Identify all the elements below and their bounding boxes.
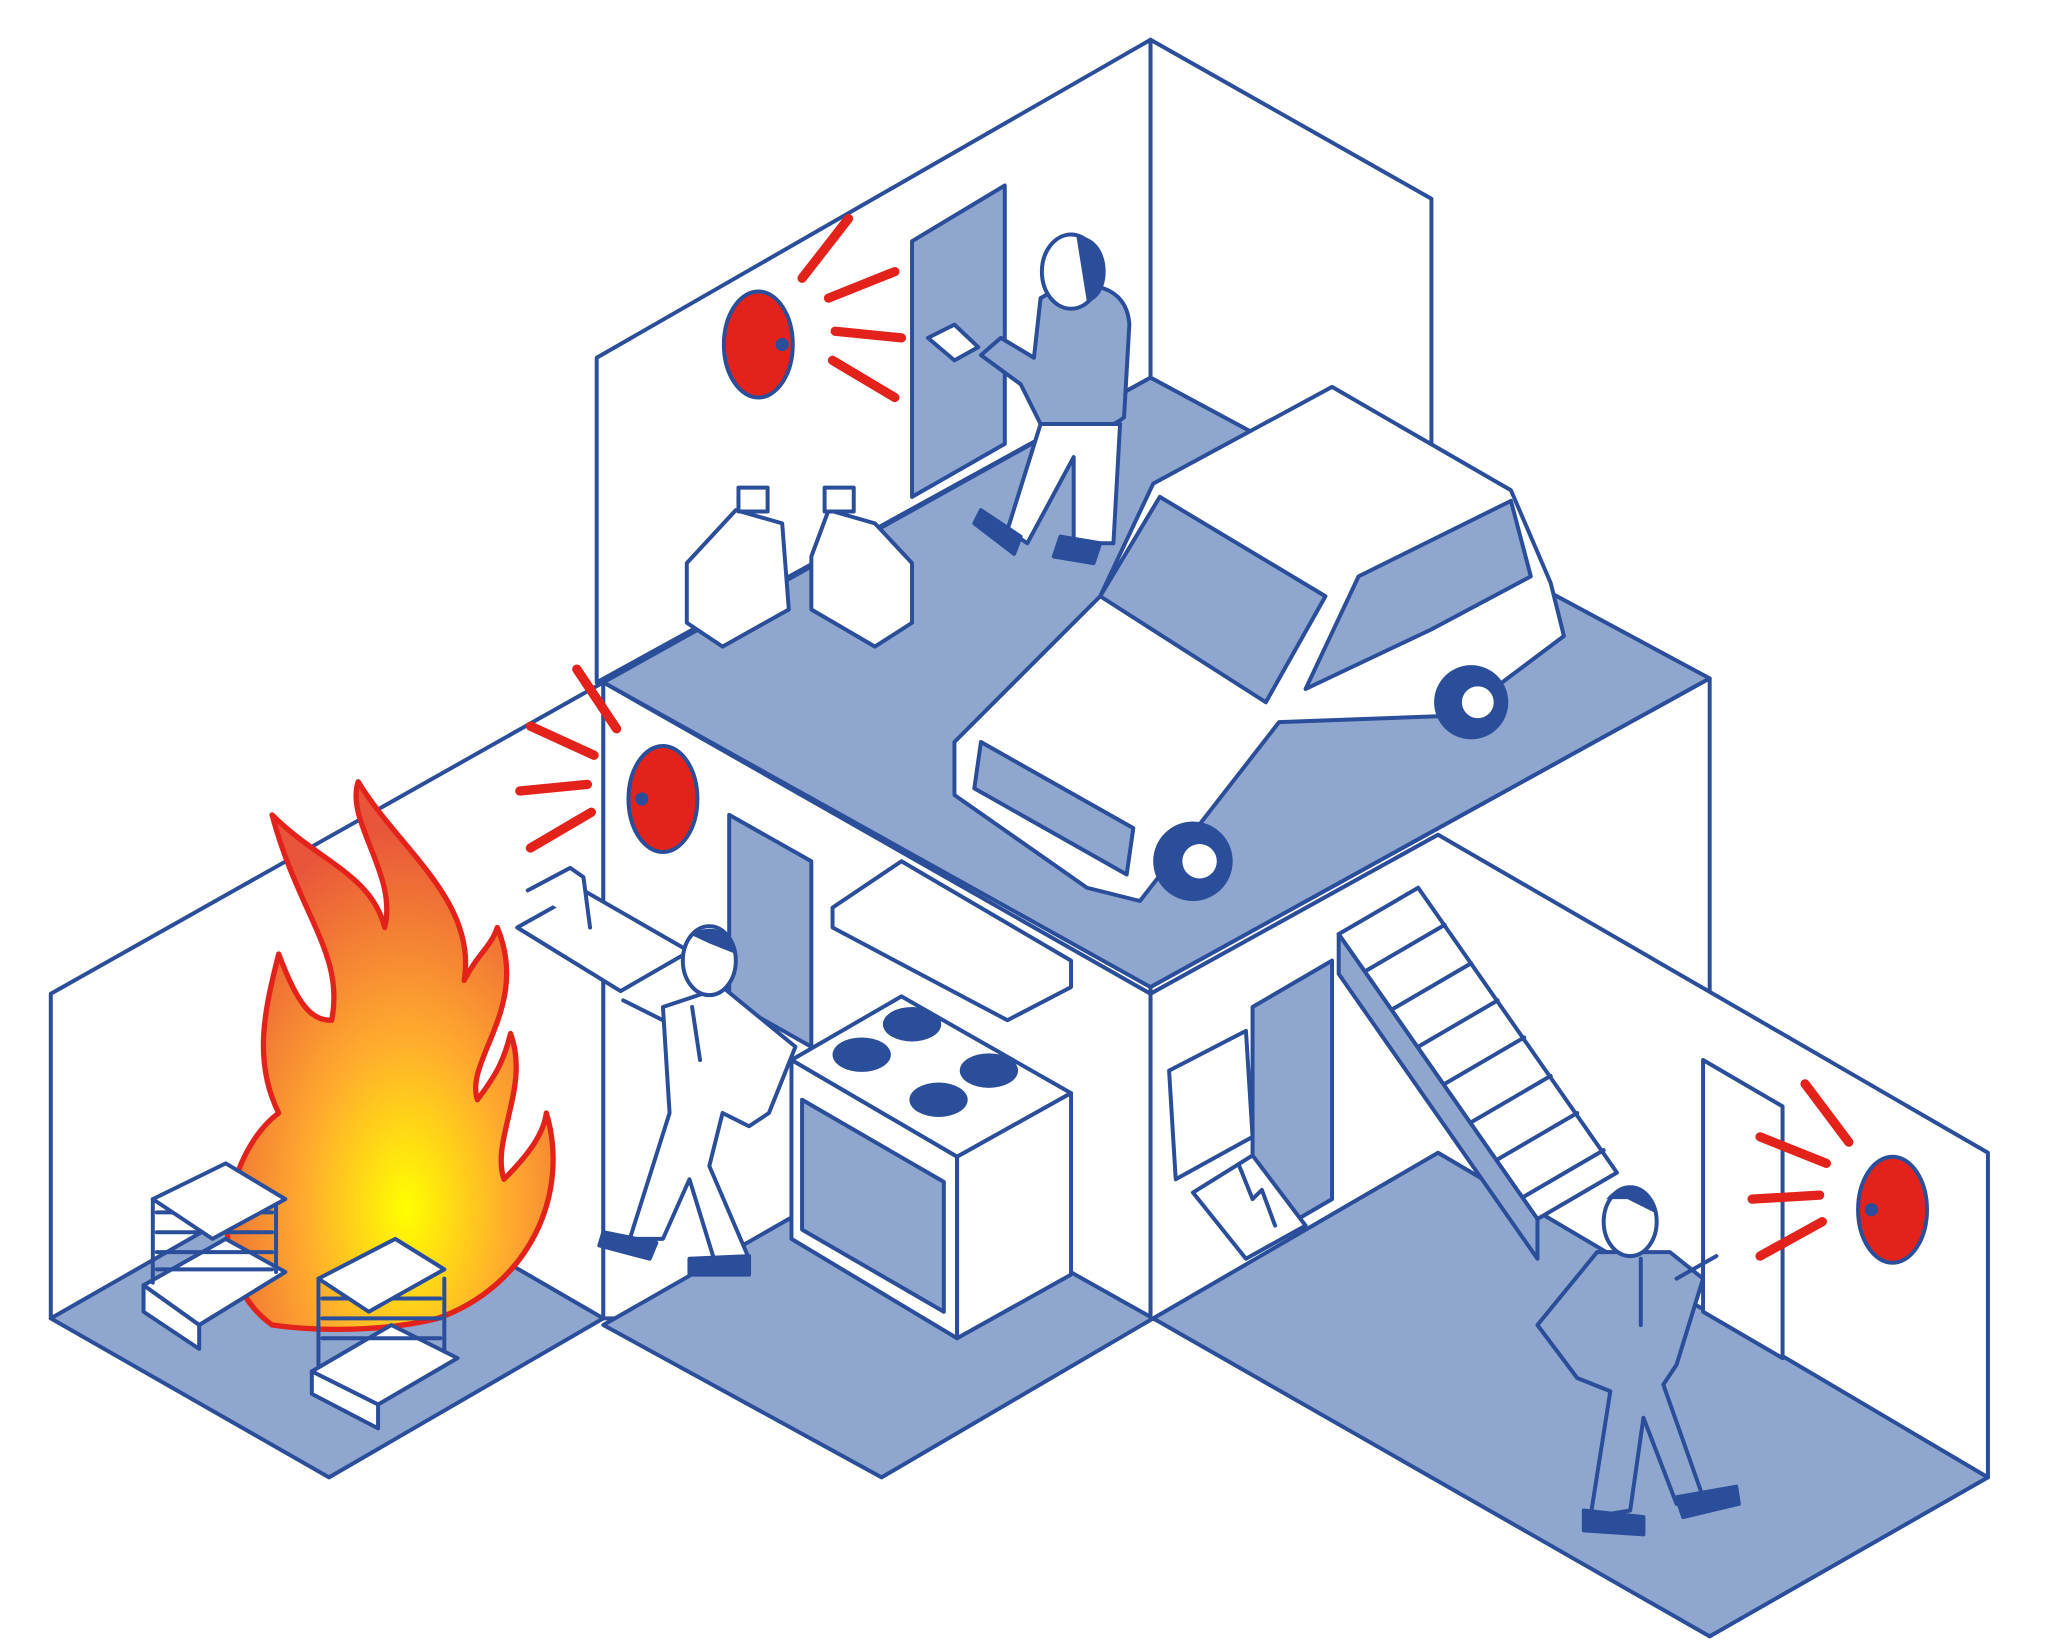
person-right-room [1535, 1185, 1741, 1537]
stair-room [1148, 832, 1990, 1639]
faucet-icon [525, 865, 593, 930]
electrical-panel [1167, 1028, 1308, 1261]
car-side-window [1303, 498, 1533, 691]
stove-burner [909, 1082, 968, 1117]
car [952, 384, 1566, 903]
stove-burner [959, 1053, 1019, 1088]
high-voltage-sign [1190, 1153, 1308, 1261]
oven-door [800, 1097, 946, 1314]
stove-side [955, 1091, 1074, 1341]
person-leaving-garage [925, 232, 1132, 566]
stove-burner [882, 1007, 942, 1042]
jerry-can [684, 485, 791, 649]
car-windshield [1098, 494, 1328, 705]
jerry-can [809, 485, 915, 649]
person-kitchen [597, 924, 798, 1277]
fire-flame [224, 779, 556, 1332]
lightning-icon [1237, 1164, 1278, 1228]
kitchen-room [515, 680, 1156, 1480]
paper-stack [309, 1236, 460, 1431]
car-front [972, 740, 1136, 877]
fire-alarm-bell-kitchen [515, 664, 700, 854]
hand-icon [925, 322, 981, 363]
fire-alarm-bell-right-room [1747, 1079, 1929, 1265]
right-room-door [1701, 1058, 1785, 1361]
fire-alarm-bell-garage [721, 213, 907, 403]
staircase [1336, 885, 1619, 1261]
stair-room-floor [1151, 1150, 1990, 1639]
stove-burner [832, 1037, 891, 1072]
range-hood [830, 859, 1074, 1023]
paper-stack [141, 1161, 288, 1351]
